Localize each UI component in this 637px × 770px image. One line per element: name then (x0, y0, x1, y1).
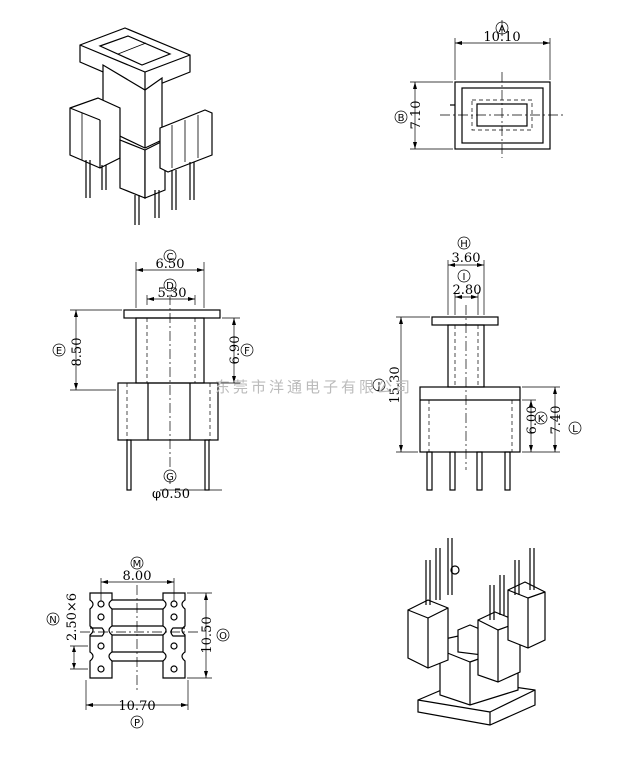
label-B: B (398, 113, 405, 124)
label-K: K (538, 414, 545, 425)
side-view: H 3.60 I 2.80 J 15.30 K 6.00 L (372, 236, 582, 491)
dim-E-value: 8.50 (70, 338, 85, 367)
dim-F-value: 6.90 (228, 336, 243, 365)
bottom-view: M 8.00 N 2.50×6 O 10.50 10.70 P (46, 556, 230, 729)
top-view: A 10.10 B 7.10 (394, 20, 565, 158)
label-I: I (463, 272, 466, 283)
dim-G-value: φ0.50 (152, 487, 190, 502)
label-H: H (460, 239, 468, 250)
label-G: G (166, 472, 174, 483)
dim-C-value: 6.50 (156, 257, 185, 272)
dim-A-value: 10.10 (483, 30, 520, 45)
dim-K-value: 6.00 (525, 406, 540, 435)
label-N: N (49, 615, 56, 626)
label-A: A (499, 24, 506, 35)
dim-H-value: 3.60 (452, 251, 481, 266)
dim-M-value: 8.00 (123, 569, 152, 584)
dim-J-value: 15.30 (388, 366, 403, 403)
dim-P-value: 10.70 (118, 699, 155, 714)
dim-B-value: 7.10 (409, 101, 424, 130)
label-L: L (572, 424, 578, 435)
label-D: D (166, 281, 174, 292)
label-O: O (219, 631, 227, 642)
label-P: P (134, 718, 140, 729)
label-J: J (377, 381, 381, 392)
dim-N-value: 2.50×6 (65, 593, 80, 641)
dim-O-value: 10.50 (200, 616, 215, 653)
front-view: C 6.50 D 5.30 E 8.50 F 6.90 G φ0.50 (52, 249, 254, 502)
label-C: C (167, 252, 174, 263)
isometric-view-top (69, 27, 213, 225)
dim-I-value: 2.80 (453, 283, 482, 298)
company-watermark: 东莞市洋通电子有限公司 (215, 378, 413, 396)
isometric-view-bottom (407, 538, 546, 726)
label-M: M (133, 559, 142, 570)
dim-L-value: 7.40 (549, 406, 564, 435)
label-E: E (56, 346, 62, 357)
dim-D-value: 5.30 (158, 286, 187, 301)
label-F: F (244, 346, 250, 357)
